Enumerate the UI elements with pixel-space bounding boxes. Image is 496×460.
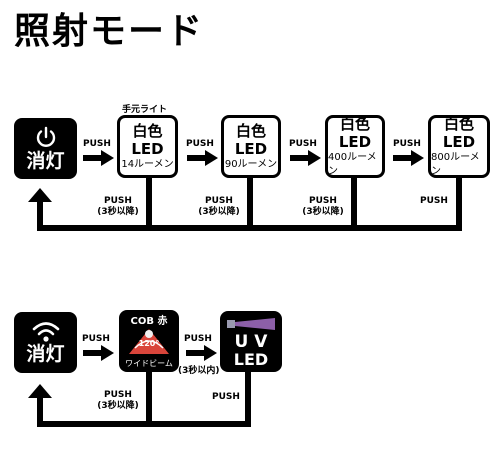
hold-label: PUSH (3秒以降) <box>93 196 143 218</box>
return-arrow-up <box>28 188 52 202</box>
stage-lumens: 800ルーメン <box>431 151 480 177</box>
push-label: PUSH <box>82 334 110 344</box>
page-title: 照射モード <box>14 11 205 52</box>
uv-label: U V <box>234 332 268 352</box>
right-arrow-icon <box>83 345 114 361</box>
hold-push: PUSH <box>104 196 132 206</box>
hold-push: PUSH <box>104 390 132 400</box>
return-line-left <box>37 397 43 427</box>
drop-line-2 <box>247 178 253 228</box>
within-label: (3秒以内) <box>178 366 220 376</box>
stage-box-14lm[interactable]: 白色 LED 14ルーメン <box>117 115 178 178</box>
hold-duration: (3秒以降) <box>97 207 139 217</box>
stage-color-label: 白色 <box>235 121 266 140</box>
off-button-power[interactable]: 消灯 <box>14 118 77 179</box>
uv-beam-icon <box>227 318 275 330</box>
drop-line-1 <box>146 178 152 228</box>
off-label: 消灯 <box>26 149 65 172</box>
drop-line-3 <box>351 178 357 228</box>
off-label: 消灯 <box>26 342 65 365</box>
stage-color-label: 白色 <box>132 121 163 140</box>
hold-label: PUSH (3秒以降) <box>298 196 348 218</box>
right-arrow-icon <box>83 150 114 166</box>
drop-line-4 <box>456 178 462 231</box>
hold-duration: (3秒以降) <box>198 207 240 217</box>
stage-led-label: LED <box>338 132 372 151</box>
return-arrow-up <box>28 384 52 398</box>
hold-push: PUSH <box>212 392 240 402</box>
push-label: PUSH <box>289 139 317 149</box>
right-arrow-icon <box>187 150 218 166</box>
uv-led-box[interactable]: U V LED <box>220 311 282 372</box>
push-label: PUSH <box>186 139 214 149</box>
hold-label: PUSH (3秒以降) <box>93 390 143 412</box>
beam-label: ワイドビーム <box>125 359 173 368</box>
drop-line-2 <box>245 372 251 427</box>
push-label: PUSH <box>393 139 421 149</box>
push-label: PUSH <box>184 334 212 344</box>
wide-beam-icon <box>129 329 169 354</box>
right-arrow-icon <box>290 150 321 166</box>
stage-led-label: LED <box>234 139 268 158</box>
wifi-icon <box>32 321 60 343</box>
stage-box-400lm[interactable]: 白色 LED 400ルーメン <box>325 115 385 178</box>
return-line-left <box>37 200 43 231</box>
power-icon <box>34 126 58 150</box>
push-label: PUSH <box>83 139 111 149</box>
off-button-wifi[interactable]: 消灯 <box>14 312 77 373</box>
right-arrow-icon <box>393 150 424 166</box>
stage-led-label: LED <box>442 132 476 151</box>
stage-led-label: LED <box>131 139 164 158</box>
cob-red-box[interactable]: COB 赤 120° ワイドビーム <box>119 310 179 372</box>
hold-push: PUSH <box>420 196 448 206</box>
stage-box-800lm[interactable]: 白色 LED 800ルーメン <box>428 115 490 178</box>
right-arrow-icon <box>186 345 217 361</box>
stage-lumens: 14ルーメン <box>121 158 174 170</box>
uv-led-label: LED <box>233 350 269 369</box>
stage-lumens: 400ルーメン <box>328 151 377 177</box>
hold-push: PUSH <box>309 196 337 206</box>
stage-lumens: 90ルーメン <box>224 158 278 170</box>
stage-box-90lm[interactable]: 白色 LED 90ルーメン <box>221 115 281 178</box>
beam-angle: 120° <box>138 339 160 348</box>
stage-color-label: 白色 <box>443 114 474 133</box>
hold-duration: (3秒以降) <box>97 401 139 411</box>
hold-duration: (3秒以降) <box>302 207 344 217</box>
stage-caption: 手元ライト <box>122 105 168 115</box>
return-line-bottom <box>37 421 251 427</box>
hold-label: PUSH (3秒以降) <box>194 196 244 218</box>
stage-color-label: 白色 <box>339 114 370 133</box>
return-line-bottom <box>37 225 462 231</box>
cob-title: COB 赤 <box>130 316 168 327</box>
hold-push: PUSH <box>205 196 233 206</box>
drop-line-1 <box>146 370 152 425</box>
